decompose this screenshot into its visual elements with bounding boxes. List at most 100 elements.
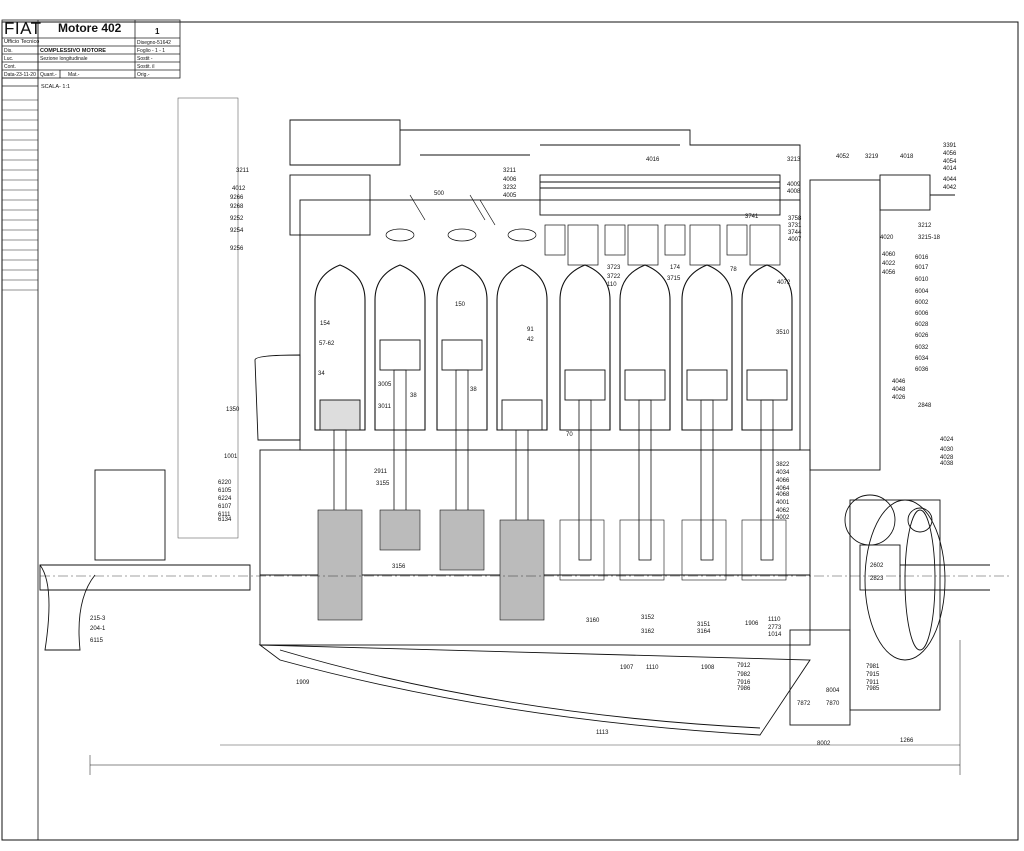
part-label: 4001 <box>776 500 790 506</box>
part-label: 6224 <box>218 496 232 502</box>
part-label: 34 <box>318 371 325 377</box>
part-label: 7870 <box>826 701 840 707</box>
part-label: 38 <box>470 387 477 393</box>
part-label: 6115 <box>90 638 104 644</box>
part-label: 174 <box>670 265 681 271</box>
cont-field: Cont. <box>4 64 16 70</box>
part-label: 2823 <box>870 576 884 582</box>
part-label: 215-3 <box>90 616 106 622</box>
part-label: 7915 <box>866 672 880 678</box>
part-label: 6002 <box>915 300 929 306</box>
part-label: 8004 <box>826 688 840 694</box>
part-label: 8002 <box>817 741 831 747</box>
part-label: 4072 <box>777 280 791 286</box>
part-label: 204-1 <box>90 626 106 632</box>
part-label: 1110 <box>768 617 781 623</box>
part-label: 4026 <box>892 395 906 401</box>
part-label: 6034 <box>915 356 929 362</box>
part-label: 3005 <box>378 382 392 388</box>
part-label: 4044 <box>943 177 957 183</box>
part-label: 4018 <box>900 154 914 160</box>
part-label: 3155 <box>376 481 390 487</box>
part-label: 4002 <box>776 515 790 521</box>
part-label: 7982 <box>737 672 751 678</box>
part-label: 6006 <box>915 311 929 317</box>
part-label: 6017 <box>915 265 929 271</box>
part-label: 2773 <box>768 625 782 631</box>
orig-field: Orig.- <box>137 72 150 78</box>
drawing-subheading: Sezione longitudinale <box>40 56 88 62</box>
part-label: 57-62 <box>319 341 335 347</box>
part-label: 4024 <box>940 437 954 443</box>
part-label: 4022 <box>882 261 896 267</box>
part-label: 4060 <box>882 252 896 258</box>
part-label: 4046 <box>892 379 906 385</box>
part-label: 9252 <box>230 216 244 222</box>
part-label: 3758 <box>788 216 802 222</box>
part-label: 3741 <box>745 214 759 220</box>
part-label: 42 <box>527 337 534 343</box>
part-label: 6036 <box>915 367 929 373</box>
part-label: 3152 <box>641 615 655 621</box>
part-label: 3156 <box>392 564 406 570</box>
part-label: 70 <box>566 432 573 438</box>
part-label: 7872 <box>797 701 811 707</box>
foglio-field: Foglio - 1 - 1 <box>137 48 166 54</box>
office-label: Ufficio Tecnico <box>4 39 40 45</box>
part-label: 6032 <box>915 345 929 351</box>
part-label: 9266 <box>230 195 244 201</box>
part-label: 3212 <box>918 223 932 229</box>
part-label: 1907 <box>620 665 634 671</box>
part-label: 4038 <box>940 461 954 467</box>
part-label: 4008 <box>787 189 801 195</box>
part-label: 3164 <box>697 629 711 635</box>
part-label: 4012 <box>232 186 246 192</box>
scale-field: SCALA- 1:1 <box>41 84 71 90</box>
part-label: 3151 <box>697 622 711 628</box>
part-label: 9254 <box>230 228 244 234</box>
part-label: 4006 <box>503 177 517 183</box>
part-label: 4048 <box>892 387 906 393</box>
part-label: 4034 <box>776 470 790 476</box>
part-label: 3744 <box>788 230 802 236</box>
part-label: 110 <box>607 282 617 288</box>
part-label: 150 <box>455 302 466 308</box>
part-label: 91 <box>527 327 534 333</box>
part-label: 6111 <box>218 512 231 518</box>
part-label: 3211 <box>503 168 517 174</box>
part-label: 1001 <box>224 454 238 460</box>
part-label: 500 <box>434 191 445 197</box>
sostit-da-field: Sostit. il <box>137 64 155 70</box>
part-label: 7912 <box>737 663 751 669</box>
part-label: 3162 <box>641 629 655 635</box>
part-label: 1110 <box>646 665 659 671</box>
part-label: 38 <box>410 393 417 399</box>
part-label: 3215-18 <box>918 235 941 241</box>
part-label: 1906 <box>745 621 759 627</box>
drawing-title: Motore 402 <box>58 21 122 35</box>
part-label: 6004 <box>915 289 929 295</box>
part-label: 4066 <box>776 478 790 484</box>
part-label: 3211 <box>236 168 250 174</box>
quant-field: Quant.- <box>40 72 57 78</box>
part-label: 3391 <box>943 143 957 149</box>
brand-logo: FIAT <box>4 19 42 38</box>
part-label: 2848 <box>918 403 932 409</box>
part-label: 4014 <box>943 166 957 172</box>
part-label: 6105 <box>218 488 232 494</box>
part-label: 9256 <box>230 246 244 252</box>
part-label: 2602 <box>870 563 884 569</box>
part-label: 4009 <box>787 182 801 188</box>
drawing-heading: COMPLESSIVO MOTORE <box>40 48 106 54</box>
part-label: 4028 <box>940 455 954 461</box>
date-field: Data-23-11-20 <box>4 72 36 78</box>
part-label: 6028 <box>915 322 929 328</box>
part-label: 4064 <box>776 486 790 492</box>
part-label: 4005 <box>503 193 517 199</box>
dis-field: Dis. <box>4 48 13 54</box>
part-label: 3510 <box>776 330 790 336</box>
part-label: 4062 <box>776 508 790 514</box>
part-label: 3723 <box>607 265 621 271</box>
part-label: 4052 <box>836 154 850 160</box>
